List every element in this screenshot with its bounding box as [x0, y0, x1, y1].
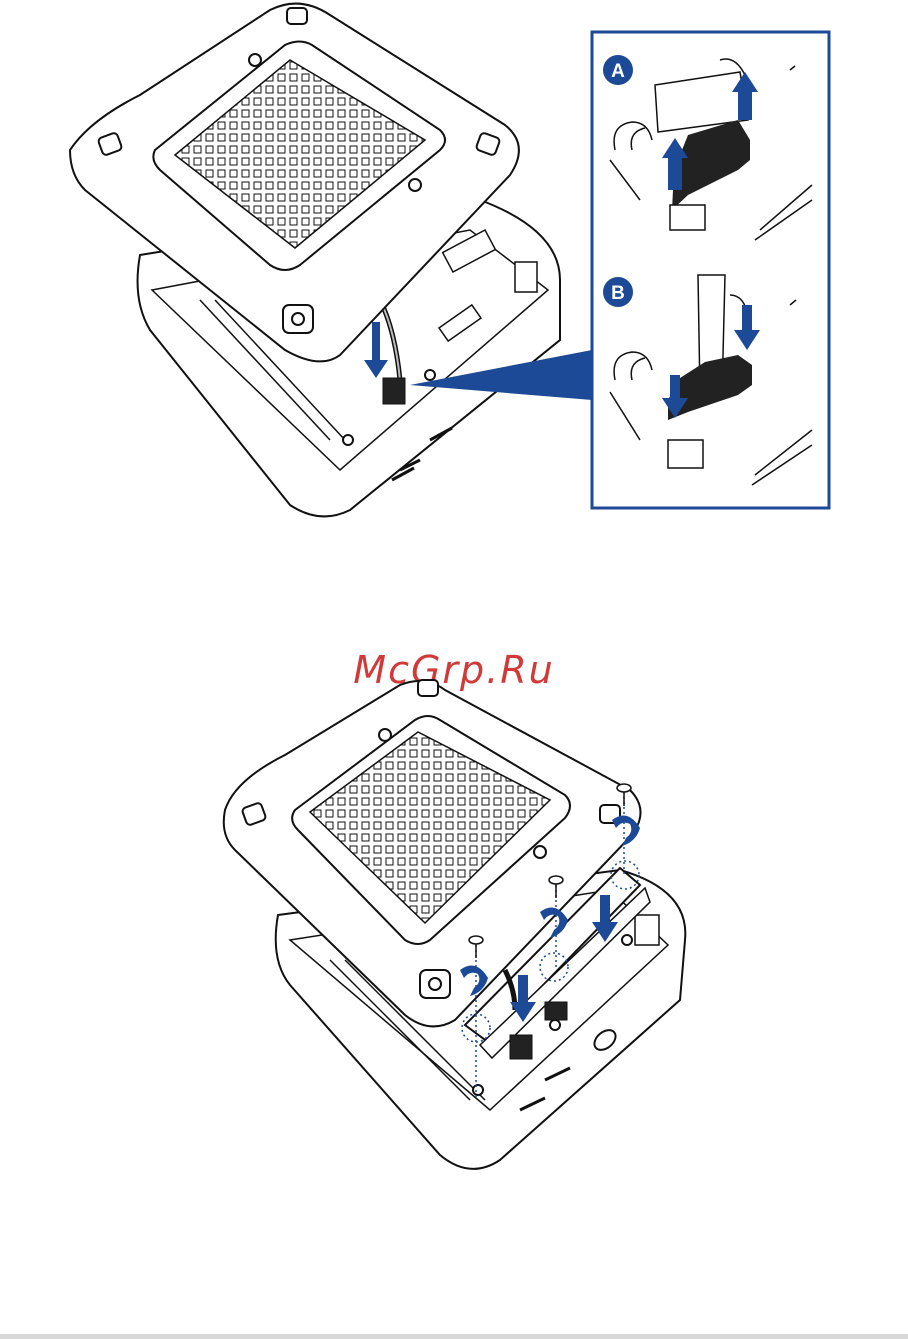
footer-divider — [0, 1334, 908, 1339]
step-a-label: A — [611, 61, 625, 82]
top-assembly-diagram: A B — [0, 0, 908, 560]
bottom-assembly-diagram — [0, 640, 908, 1200]
step-b-label: B — [611, 283, 625, 304]
